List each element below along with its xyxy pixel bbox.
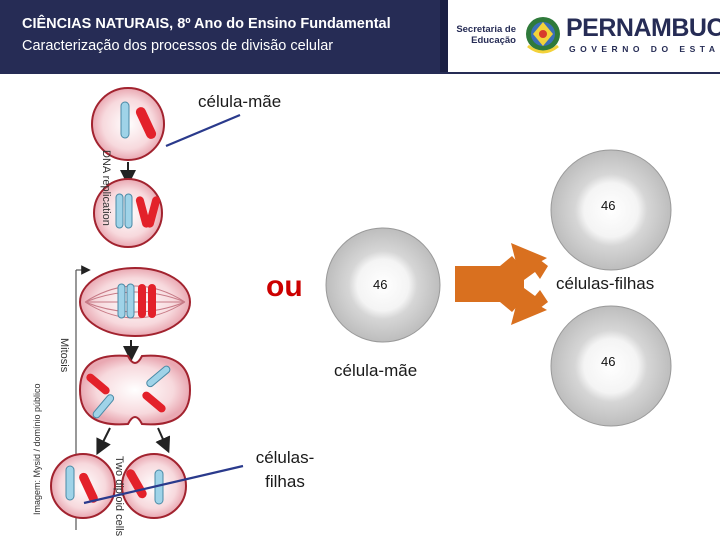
daughter-top-count: 46 — [601, 198, 615, 213]
mother-count: 46 — [373, 277, 387, 292]
label-daughter-cells-left: células-filhas — [255, 448, 315, 491]
header: CIÊNCIAS NATURAIS, 8º Ano do Ensino Fund… — [0, 0, 720, 74]
mitosis-diagram: DNA replication Mitosis Two diploid cell… — [32, 87, 244, 537]
state-coat-of-arms-icon — [526, 17, 560, 54]
or-label: ou — [266, 270, 303, 303]
label-two-diploid-cells: Two diploid cells — [113, 456, 125, 537]
daughter-cell-left — [50, 453, 116, 519]
cell-interphase — [91, 87, 165, 161]
secretaria-label: Secretaria de Educação — [456, 24, 516, 46]
label-mother-cell-right: célula-mãe — [334, 361, 418, 380]
division-summary-diagram: ou 46 46 46 — [266, 149, 672, 427]
image-credit: Imagem: Mysid / domínio público — [32, 383, 42, 515]
cell-anaphase — [78, 354, 192, 426]
header-bar — [0, 0, 445, 72]
mother-cell — [325, 227, 441, 343]
daughter-cell-bottom — [550, 305, 672, 427]
page-title: CIÊNCIAS NATURAIS, 8º Ano do Ensino Fund… — [22, 16, 391, 32]
split-arrow — [455, 243, 548, 325]
label-mother-cell-left: célula-mãe — [198, 92, 282, 111]
cell-replicated — [93, 178, 163, 248]
label-dna-replication: DNA replication — [100, 150, 112, 226]
daughter-bottom-count: 46 — [601, 354, 615, 369]
cell-metaphase — [79, 267, 191, 337]
label-daughter-cells-right: células-filhas — [556, 274, 655, 294]
header-divider — [0, 72, 720, 74]
label-mitosis: Mitosis — [58, 338, 70, 373]
page-subtitle: Caracterização dos processos de divisão … — [22, 38, 334, 54]
header-bar-edge — [440, 0, 448, 72]
daughter-cell-top — [550, 149, 672, 271]
state-government-label: GOVERNO DO ESTADO — [569, 44, 720, 54]
state-name: PERNAMBUCO — [566, 14, 720, 42]
